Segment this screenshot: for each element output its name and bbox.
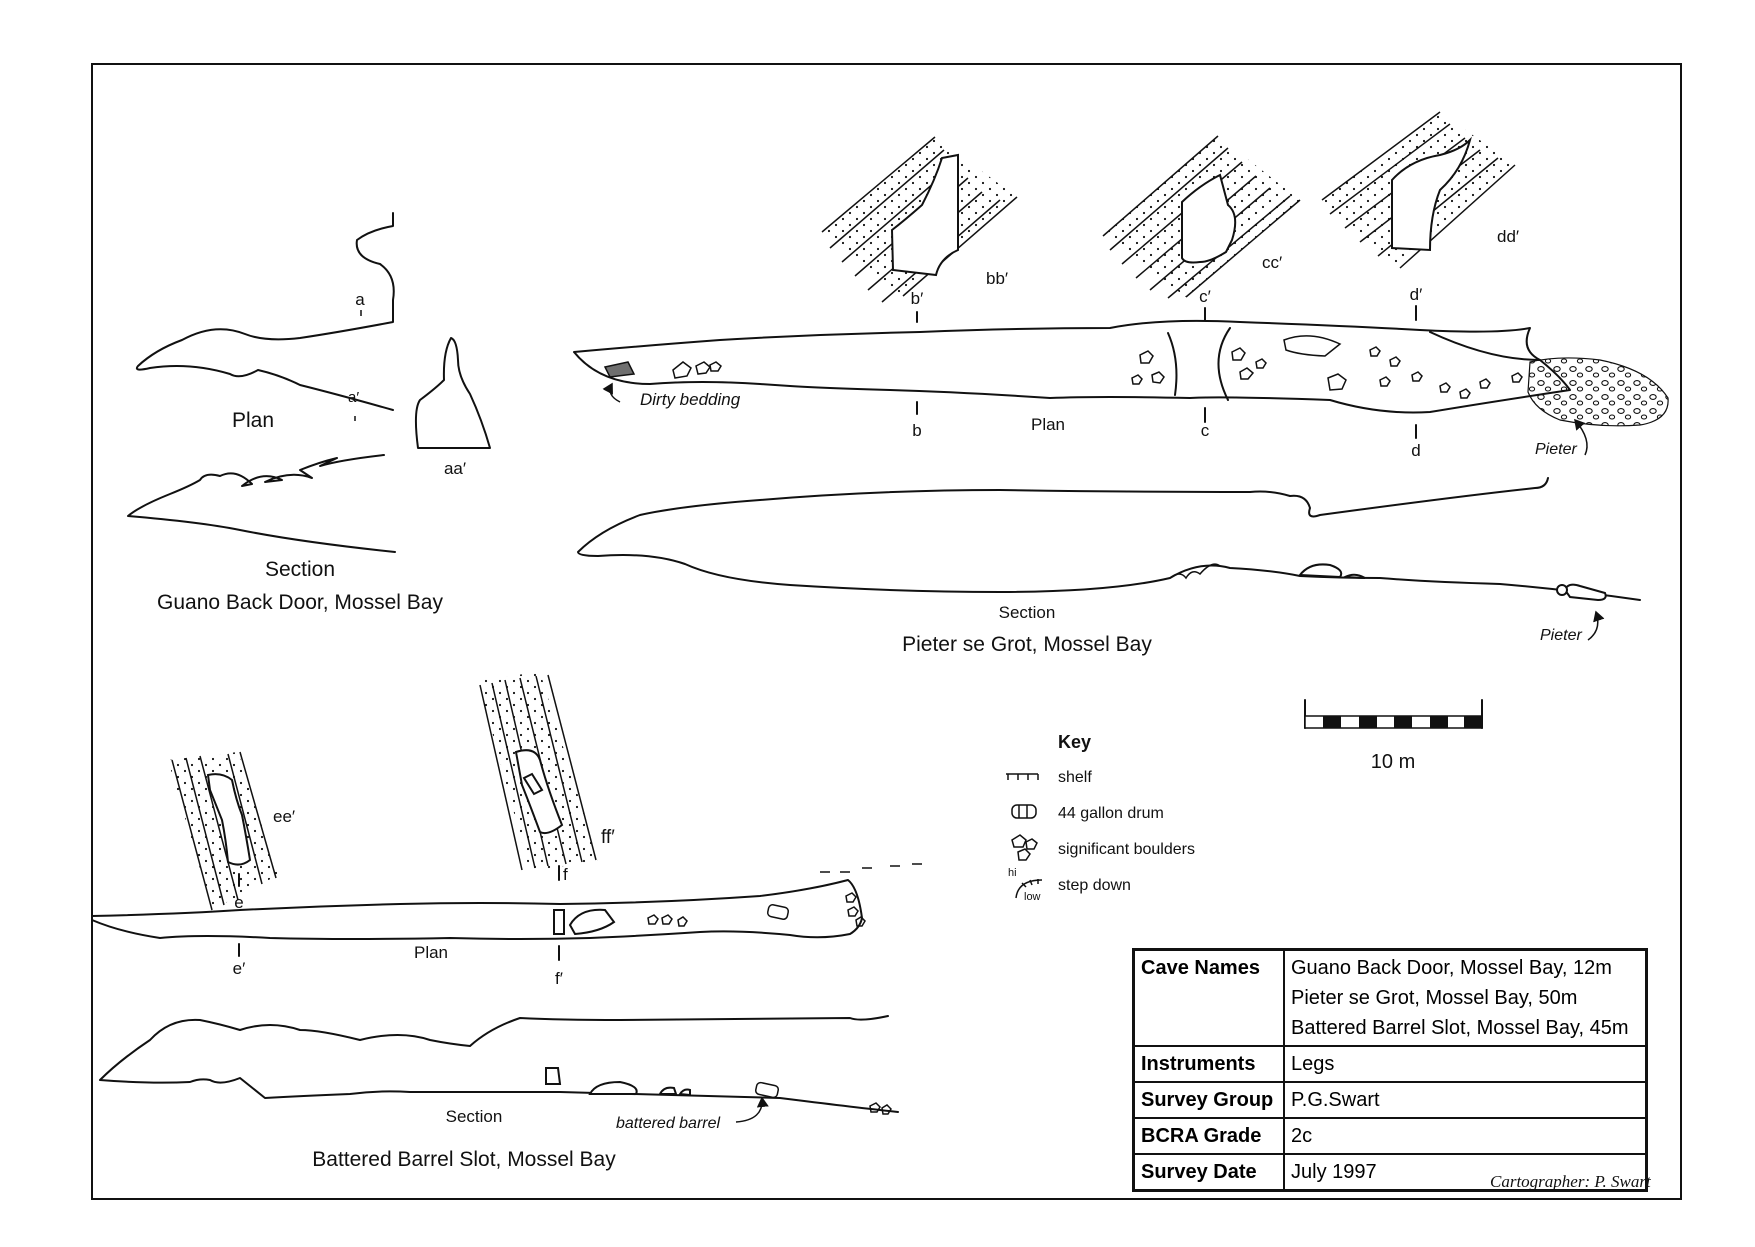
battered-barrel-annotation: battered barrel: [616, 1115, 721, 1132]
guano-section: [127, 454, 396, 553]
station-label-d: d: [1411, 441, 1420, 460]
cross-section-label-dd: dd′: [1497, 227, 1519, 246]
boulders-icon: [1011, 834, 1038, 861]
battered-barrel-drum: [754, 1081, 780, 1099]
info-row-bcra-grade: BCRA Grade 2c: [1132, 1117, 1648, 1155]
battered-barrel-section: [99, 1015, 899, 1115]
station-label-e: e: [234, 893, 243, 912]
pieter-se-grot-survey: bb′ cc′ dd′: [573, 111, 1669, 656]
station-label-f: f: [563, 865, 568, 884]
info-row-cave-names: Cave Names Guano Back Door, Mossel Bay, …: [1132, 948, 1648, 1047]
info-value-bcra-grade: 2c: [1283, 1117, 1648, 1155]
guano-back-door-survey: a a′ aa′ Plan Section Guano Back Door, M…: [127, 212, 491, 614]
info-key-survey-group: Survey Group: [1132, 1081, 1285, 1119]
guano-cross-section: [414, 337, 491, 449]
cross-section-label-bb: bb′: [986, 269, 1008, 288]
drum-icon: [1011, 804, 1037, 819]
guano-section-label: Section: [265, 558, 335, 581]
key-item-drum: 44 gallon drum: [1058, 805, 1164, 822]
info-value-cave-names: Guano Back Door, Mossel Bay, 12m Pieter …: [1283, 948, 1648, 1047]
shelf-icon: [1006, 773, 1039, 780]
pieter-survey-title: Pieter se Grot, Mossel Bay: [902, 633, 1152, 656]
cross-section-dd: [1321, 111, 1516, 269]
battered-barrel-slot-survey: ee′ ff′: [91, 672, 922, 1171]
station-label-b-prime: b′: [911, 289, 924, 308]
station-label-a-prime: a′: [348, 389, 359, 406]
station-label-d-prime: d′: [1410, 285, 1423, 304]
pieter-section-label: Section: [999, 603, 1056, 622]
cave-name-2: Pieter se Grot, Mossel Bay, 50m: [1291, 987, 1578, 1009]
scale-bar-label: 10 m: [1371, 751, 1415, 773]
info-key-survey-date: Survey Date: [1132, 1153, 1285, 1192]
barrel-plan-label: Plan: [414, 943, 448, 962]
cross-section-label-aa: aa′: [444, 459, 466, 478]
info-key-cave-names: Cave Names: [1132, 948, 1285, 1047]
pieter-plan-annotation: Pieter: [1535, 441, 1577, 458]
barrel-section-label: Section: [446, 1107, 503, 1126]
survey-info-table: Cave Names Guano Back Door, Mossel Bay, …: [1132, 948, 1648, 1192]
step-down-low-text: low: [1024, 891, 1041, 903]
battered-barrel-plan: [91, 863, 922, 961]
boulders-pieter: [672, 335, 1523, 399]
page-frame: [91, 63, 1682, 1200]
step-down-icon: hi low: [1008, 867, 1043, 903]
info-row-survey-date: Survey Date July 1997: [1132, 1153, 1648, 1192]
info-value-survey-group: P.G.Swart: [1283, 1081, 1648, 1119]
info-key-bcra-grade: BCRA Grade: [1132, 1117, 1285, 1155]
info-row-instruments: Instruments Legs: [1132, 1045, 1648, 1083]
station-label-c-prime: c′: [1199, 287, 1211, 306]
guano-plan: [135, 212, 395, 421]
key-item-step-down: step down: [1058, 877, 1131, 894]
cartographer-credit: Cartographer: P. Swart: [1490, 1172, 1651, 1191]
cross-section-label-ff: ff′: [601, 827, 615, 848]
info-row-survey-group: Survey Group P.G.Swart: [1132, 1081, 1648, 1119]
pieter-plan-label: Plan: [1031, 415, 1065, 434]
cross-section-cc: [1102, 135, 1301, 299]
barrel-survey-title: Battered Barrel Slot, Mossel Bay: [312, 1148, 616, 1171]
cross-section-ff: [478, 672, 598, 872]
cave-name-3: Battered Barrel Slot, Mossel Bay, 45m: [1291, 1017, 1629, 1039]
guano-survey-title: Guano Back Door, Mossel Bay: [157, 591, 443, 614]
pieter-plan: [573, 305, 1669, 439]
cross-section-label-cc: cc′: [1262, 253, 1282, 272]
station-label-c: c: [1201, 421, 1210, 440]
cross-section-label-ee: ee′: [273, 807, 295, 826]
key-item-boulders: significant boulders: [1058, 841, 1195, 858]
key-title: Key: [1058, 732, 1091, 752]
cave-name-1: Guano Back Door, Mossel Bay, 12m: [1291, 957, 1612, 979]
guano-plan-label: Plan: [232, 409, 274, 432]
key-legend: Key shelf 44 gallon drum significant bou…: [1006, 732, 1195, 903]
pieter-section-annotation: Pieter: [1540, 627, 1582, 644]
station-label-e-prime: e′: [233, 959, 246, 978]
cross-section-ee: [168, 751, 278, 911]
step-down-hi-text: hi: [1008, 867, 1017, 879]
info-value-survey-date: July 1997: [1283, 1153, 1648, 1192]
cross-section-bb: [821, 136, 1018, 303]
boulders-barrel: [647, 892, 866, 927]
info-key-instruments: Instruments: [1132, 1045, 1285, 1083]
info-value-instruments: Legs: [1283, 1045, 1648, 1083]
station-label-f-prime: f′: [555, 969, 563, 988]
station-label-a: a: [355, 290, 365, 309]
drum-icon-plan: [766, 904, 790, 920]
station-label-b: b: [912, 421, 921, 440]
key-item-shelf: shelf: [1058, 769, 1092, 786]
pieter-section: [577, 477, 1641, 602]
scale-bar: [1304, 699, 1483, 729]
dirty-bedding-annotation: Dirty bedding: [640, 390, 741, 409]
